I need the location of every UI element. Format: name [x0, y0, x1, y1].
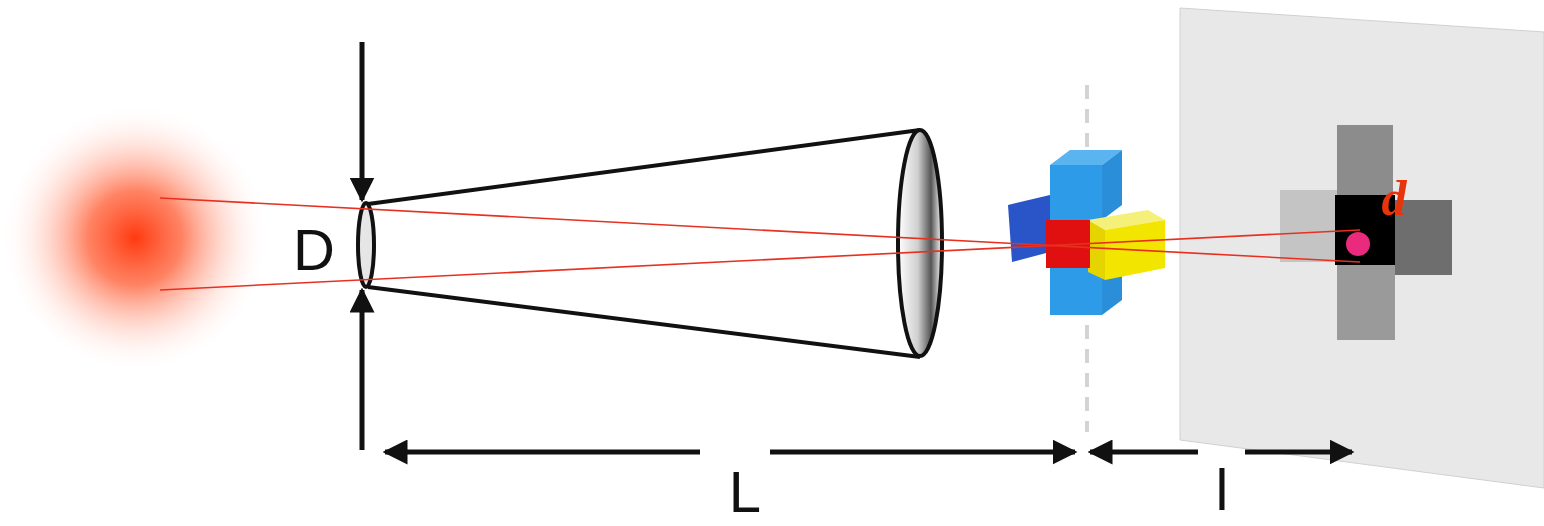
pixel: [1337, 265, 1395, 340]
eyepiece-lens: [898, 130, 942, 356]
telescope-tube: [368, 130, 920, 204]
spot-size-label: d: [1382, 173, 1407, 223]
light-ray: [160, 198, 1360, 262]
telescope-tube: [368, 287, 920, 357]
focused-spot: [1346, 232, 1370, 256]
dimension-arrow: [1245, 450, 1352, 455]
aperture-arrow: [360, 42, 365, 200]
distance-label: l: [1216, 461, 1229, 519]
objective-lens: [358, 203, 374, 287]
aperture-label: D: [293, 221, 335, 279]
distance-label: L: [729, 463, 761, 521]
aperture-arrow: [360, 290, 365, 450]
light-ray: [160, 230, 1360, 290]
screen: [1180, 8, 1544, 488]
dimension-arrow: [770, 450, 1075, 455]
dimension-arrow: [385, 450, 700, 455]
dimension-arrow: [1090, 450, 1198, 455]
light-source: [0, 103, 270, 373]
color-cube: [1008, 150, 1165, 315]
pixel: [1280, 190, 1337, 262]
